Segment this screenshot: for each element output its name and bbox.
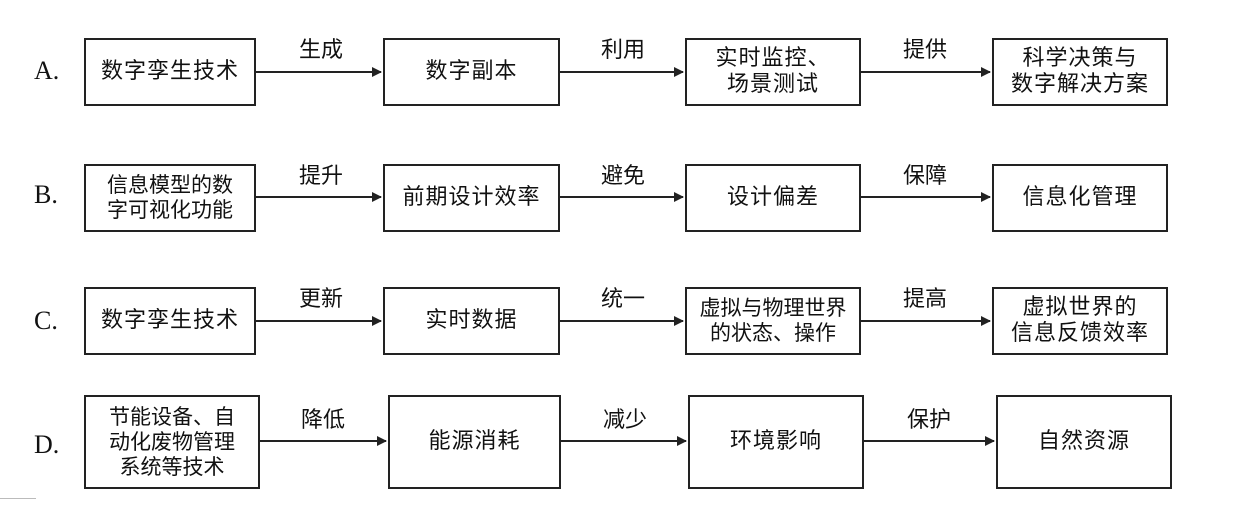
row-label-c: C. — [34, 306, 58, 335]
node-b2-text: 前期设计效率 — [402, 185, 541, 210]
node-c3: 虚拟与物理世界的状态、操作 — [685, 287, 861, 355]
node-d2: 能源消耗 — [388, 395, 561, 489]
node-c1-text: 数字孪生技术 — [100, 308, 239, 333]
edge-label-d3: 保护 — [906, 408, 951, 433]
node-c4-text: 虚拟世界的信息反馈效率 — [1010, 295, 1149, 346]
node-a2: 数字副本 — [383, 38, 560, 106]
node-d3: 环境影响 — [688, 395, 864, 489]
edge-label-d2: 减少 — [602, 408, 647, 433]
node-b3-text: 设计偏差 — [726, 185, 819, 210]
node-d4: 自然资源 — [996, 395, 1172, 489]
edge-label-b2: 避免 — [600, 164, 645, 189]
corner-divider — [0, 498, 36, 499]
node-a2-text: 数字副本 — [425, 59, 518, 84]
edge-label-a2: 利用 — [600, 38, 645, 63]
node-c1: 数字孪生技术 — [84, 287, 256, 355]
node-b1: 信息模型的数字可视化功能 — [84, 164, 256, 232]
node-c2-text: 实时数据 — [425, 308, 518, 333]
node-c2: 实时数据 — [383, 287, 560, 355]
node-a1-text: 数字孪生技术 — [100, 59, 239, 84]
node-a1: 数字孪生技术 — [84, 38, 256, 106]
edge-label-c1: 更新 — [298, 287, 343, 312]
node-d1-text: 节能设备、自动化废物管理系统等技术 — [109, 404, 235, 479]
edge-label-a3: 提供 — [902, 38, 947, 63]
node-d2-text: 能源消耗 — [428, 429, 521, 454]
node-a3-text: 实时监控、场景测试 — [715, 46, 831, 97]
node-b1-text: 信息模型的数字可视化功能 — [107, 173, 233, 222]
node-b4-text: 信息化管理 — [1022, 185, 1138, 210]
node-d3-text: 环境影响 — [729, 429, 822, 454]
edge-label-a1: 生成 — [298, 38, 343, 63]
edge-label-c3: 提高 — [902, 287, 947, 312]
node-a3: 实时监控、场景测试 — [685, 38, 861, 106]
node-a4-text: 科学决策与数字解决方案 — [1010, 46, 1149, 97]
node-c3-text: 虚拟与物理世界的状态、操作 — [699, 296, 847, 345]
node-b4: 信息化管理 — [992, 164, 1168, 232]
edge-label-b1: 提升 — [298, 164, 343, 189]
edge-label-b3: 保障 — [902, 164, 947, 189]
edge-label-d1: 降低 — [300, 408, 345, 433]
node-c4: 虚拟世界的信息反馈效率 — [992, 287, 1168, 355]
node-b3: 设计偏差 — [685, 164, 861, 232]
node-d4-text: 自然资源 — [1037, 429, 1130, 454]
row-label-b: B. — [34, 180, 58, 209]
edge-label-c2: 统一 — [600, 287, 645, 312]
node-d1: 节能设备、自动化废物管理系统等技术 — [84, 395, 260, 489]
node-a4: 科学决策与数字解决方案 — [992, 38, 1168, 106]
row-label-a: A. — [34, 56, 60, 85]
node-b2: 前期设计效率 — [383, 164, 560, 232]
row-label-d: D. — [34, 430, 60, 459]
